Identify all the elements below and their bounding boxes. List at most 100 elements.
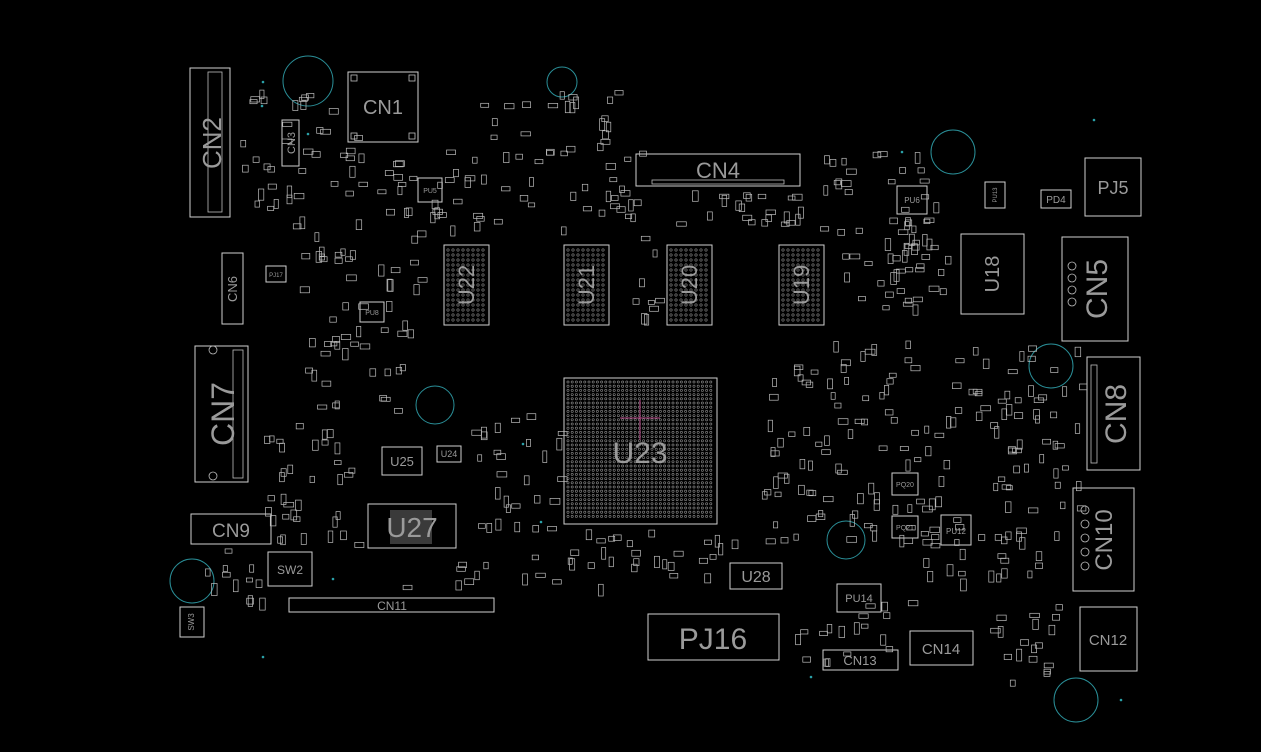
passive-part (258, 188, 265, 201)
passive-part (868, 482, 875, 495)
passive-part (721, 194, 728, 207)
passive-part (934, 432, 945, 438)
passive-part (1079, 383, 1088, 391)
passive-part (1062, 386, 1068, 397)
passive-part (1019, 351, 1025, 362)
passive-part (569, 102, 576, 114)
passive-part (885, 646, 894, 653)
passive-part (787, 195, 796, 201)
passive-part (493, 218, 503, 225)
mounting-hole (169, 558, 215, 604)
passive-part (1024, 463, 1029, 473)
passive-part (582, 206, 592, 212)
passive-part (903, 242, 910, 256)
passive-part (846, 536, 857, 543)
passive-part (955, 358, 965, 364)
passive-part (332, 402, 340, 409)
passive-part (922, 234, 928, 247)
svg-text:U27: U27 (386, 512, 437, 543)
passive-part (865, 603, 876, 609)
passive-part (990, 627, 1001, 634)
passive-part (1076, 505, 1087, 512)
passive-part (1050, 411, 1058, 419)
passive-part (344, 472, 354, 478)
passive-part (317, 404, 328, 410)
passive-part (569, 558, 576, 571)
svg-text:PD4: PD4 (1046, 195, 1066, 206)
passive-part (378, 264, 385, 277)
passive-part (601, 547, 607, 560)
svg-text:U18: U18 (982, 256, 1004, 293)
passive-part (980, 405, 991, 412)
connector-cn14: CN14 (909, 630, 974, 666)
passive-part (631, 563, 638, 573)
passive-part (259, 89, 265, 99)
passive-part (476, 216, 485, 222)
passive-part (557, 476, 568, 482)
passive-part (861, 418, 868, 426)
passive-part (1054, 531, 1060, 541)
passive-part (616, 206, 626, 213)
passive-part (350, 341, 359, 347)
passive-part (1028, 507, 1039, 514)
passive-part (252, 156, 260, 163)
passive-part (835, 178, 843, 190)
passive-part (282, 513, 290, 520)
passive-part (933, 202, 940, 214)
passive-part (919, 178, 930, 184)
passive-part (345, 147, 356, 155)
passive-part (534, 495, 541, 504)
passive-part (960, 578, 967, 592)
svg-text:U20: U20 (677, 265, 702, 305)
passive-part (267, 495, 275, 502)
passive-part (405, 207, 413, 216)
passive-part (267, 183, 277, 190)
passive-part (309, 475, 315, 483)
passive-part (609, 177, 618, 183)
passive-part (255, 579, 263, 588)
passive-part (395, 160, 405, 167)
passive-part (821, 449, 831, 455)
passive-part (547, 103, 559, 109)
chip-pu14: PU14 (836, 583, 882, 613)
passive-part (490, 134, 498, 140)
passive-part (808, 460, 813, 471)
passive-part (887, 179, 896, 185)
passive-part (765, 538, 776, 545)
passive-part (883, 612, 891, 619)
passive-part (798, 484, 805, 495)
passive-part (1016, 648, 1023, 662)
passive-part (334, 460, 342, 465)
passive-part (719, 193, 730, 200)
passive-part (471, 429, 482, 436)
passive-part (480, 431, 488, 441)
passive-part (599, 118, 606, 131)
mounting-hole (282, 55, 334, 107)
passive-part (473, 222, 481, 232)
passive-part (394, 408, 403, 414)
passive-part (704, 539, 712, 545)
passive-part (874, 492, 880, 505)
passive-part (946, 564, 954, 577)
chip-u23: U23 (563, 377, 718, 525)
passive-part (254, 200, 260, 208)
passive-part (514, 521, 521, 533)
passive-part (570, 191, 577, 201)
passive-part (522, 573, 528, 586)
passive-part (818, 510, 824, 518)
passive-part (815, 513, 826, 520)
passive-part (300, 100, 307, 110)
passive-part (833, 180, 841, 186)
passive-part (654, 555, 660, 568)
passive-part (280, 468, 287, 477)
passive-part (662, 559, 668, 570)
passive-part (639, 278, 645, 288)
passive-part (330, 181, 339, 187)
passive-part (1034, 642, 1043, 649)
passive-part (890, 272, 897, 285)
passive-part (692, 190, 699, 202)
passive-part (309, 338, 316, 348)
connector-cn13: CN13 (822, 649, 899, 671)
passive-part (1039, 454, 1045, 464)
chip-pu6: PU6 (896, 185, 928, 215)
